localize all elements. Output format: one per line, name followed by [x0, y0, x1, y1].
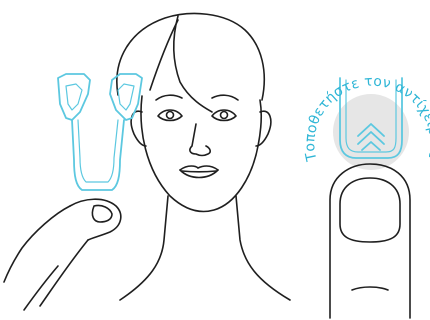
- hand-holding-device-icon: [4, 199, 121, 310]
- thumb-back: [4, 206, 70, 282]
- face-illustration-icon: [117, 14, 290, 300]
- thumb-nail: [340, 178, 400, 242]
- nose: [190, 124, 210, 156]
- right-pad: [110, 74, 142, 120]
- right-eyebrow: [212, 95, 238, 100]
- left-pad: [58, 74, 90, 120]
- thumb-knuckle: [352, 287, 388, 290]
- neck-left: [120, 196, 168, 300]
- hand-lower: [40, 240, 88, 306]
- hair-outline: [117, 14, 264, 100]
- nose-clip-device-icon: [58, 74, 142, 190]
- mouth-upper: [180, 166, 218, 170]
- left-pad-inner: [66, 84, 82, 110]
- right-pupil: [221, 112, 228, 119]
- left-pupil: [167, 112, 174, 119]
- neck-right: [236, 196, 290, 300]
- fingernail: [92, 205, 112, 222]
- mouth-line: [182, 171, 216, 172]
- thumb-icon: [330, 164, 410, 318]
- right-pad-inner: [118, 84, 134, 110]
- thumb-outline: [330, 164, 410, 318]
- face-outline: [141, 96, 261, 211]
- left-eyebrow: [156, 95, 182, 100]
- clip-frame-inner: [78, 120, 118, 182]
